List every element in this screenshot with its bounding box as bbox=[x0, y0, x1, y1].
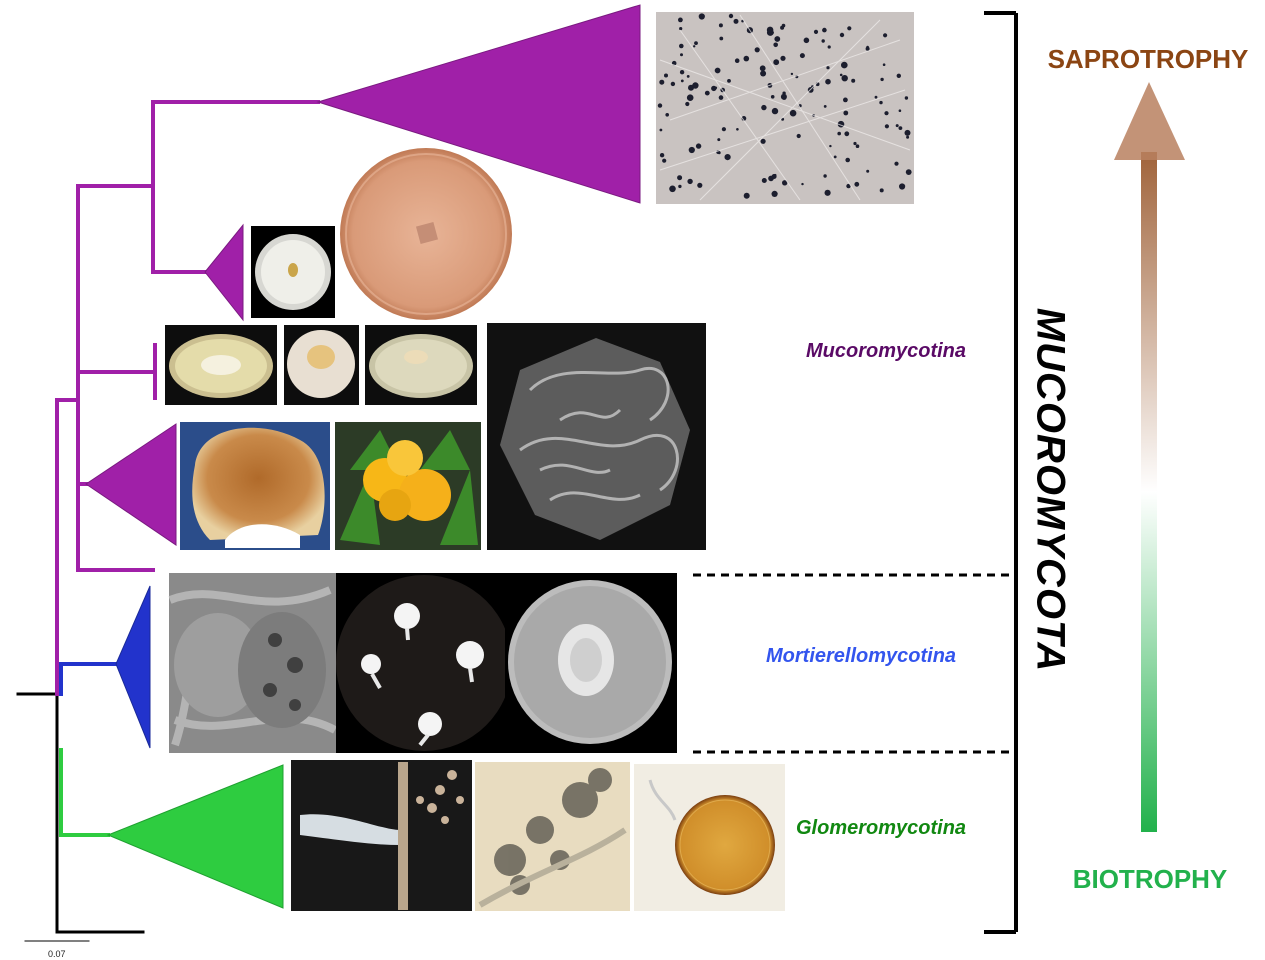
photo-amf-spore bbox=[634, 764, 785, 911]
saprotrophy-label: SAPROTROPHY bbox=[1047, 44, 1249, 74]
mortierellomycotina-branch bbox=[59, 662, 118, 696]
photo-root-spores bbox=[291, 760, 472, 911]
phylogenetic-tree bbox=[16, 4, 641, 942]
biotrophy-label: BIOTROPHY bbox=[1072, 864, 1228, 894]
glomeromycotina-branch bbox=[59, 748, 110, 837]
photo-arbuscule bbox=[475, 762, 630, 911]
photo-petri-dish-1 bbox=[165, 325, 277, 405]
clade-label-mortierellomycotina: Mortierellomycotina bbox=[766, 645, 957, 667]
clade-label-mucoromycotina: Mucoromycotina bbox=[806, 340, 967, 362]
tree-root bbox=[16, 692, 145, 934]
photo-petri-dish-2 bbox=[284, 325, 359, 405]
photo-petri-dish-rosette bbox=[505, 573, 677, 753]
subphylum-dividers bbox=[693, 573, 1016, 754]
photo-sporangia-mycelium bbox=[656, 12, 914, 204]
scale-bar-value: 0.07 bbox=[48, 949, 66, 959]
clade-triangle-endogonales bbox=[85, 423, 177, 546]
photo-petri-dish-3 bbox=[365, 325, 477, 405]
clade-triangle-small bbox=[204, 223, 244, 322]
photo-brown-fruitbody bbox=[180, 422, 330, 550]
photo-sem-spore bbox=[487, 323, 706, 550]
mucoromycotina-branches bbox=[55, 100, 320, 696]
phylum-bracket bbox=[984, 11, 1018, 934]
trophy-gradient-arrow bbox=[1114, 82, 1185, 832]
photo-petri-dish-white-colony bbox=[251, 226, 335, 318]
clade-triangle-mortierellales bbox=[115, 585, 151, 749]
photo-sem-zygospore bbox=[168, 573, 337, 753]
photo-white-fruitbodies-soil bbox=[336, 573, 512, 753]
phylum-label: MUCOROMYCOTA bbox=[1028, 307, 1073, 673]
clade-triangle-mucorales bbox=[316, 4, 641, 204]
clade-triangle-glomeromycotina bbox=[106, 764, 284, 909]
clade-label-glomeromycotina: Glomeromycotina bbox=[796, 817, 967, 839]
photo-yellow-fruitbodies bbox=[335, 422, 481, 550]
photo-orange-colony-disc bbox=[340, 148, 512, 320]
